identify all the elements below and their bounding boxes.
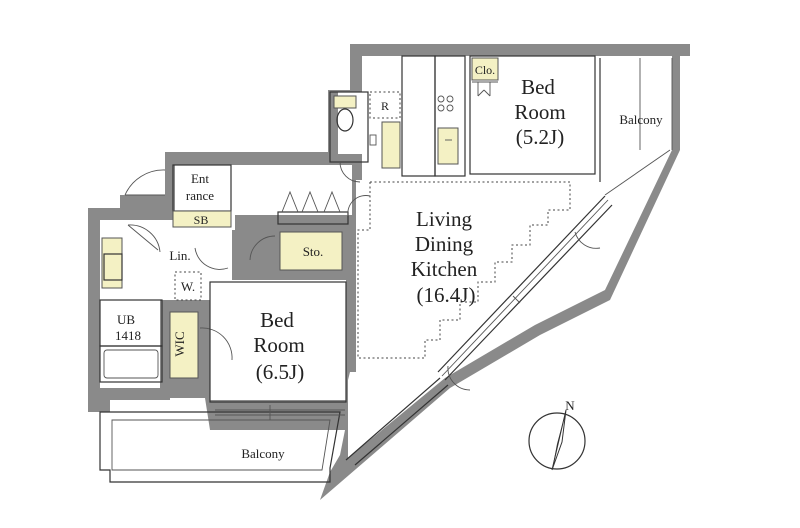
- closet-folding: [277, 190, 371, 225]
- balcony-right-label: Balcony: [619, 112, 663, 127]
- bed-room-large-line1: Bed: [260, 308, 294, 332]
- ldk-size: (16.4J): [417, 283, 476, 307]
- bed-room-small-size: (5.2J): [516, 125, 564, 149]
- bed-room-large: [209, 281, 347, 420]
- washroom: [101, 224, 229, 301]
- walk-in-closet: [169, 311, 233, 379]
- diagonal-window: [345, 195, 613, 466]
- washer-label: W.: [181, 279, 195, 294]
- entrance-area: [124, 164, 232, 228]
- bed-room-large-line2: Room: [253, 333, 304, 357]
- ldk-dotted-area: [357, 181, 571, 359]
- fridge-label: R: [381, 99, 389, 113]
- unit-bath-line1: UB: [117, 312, 135, 327]
- ldk-line1: Living: [416, 207, 472, 231]
- balcony-bottom: [99, 411, 341, 483]
- bed-room-small-line1: Bed: [521, 75, 555, 99]
- labels: Bed Room (6.5J) Bed Room (5.2J) Living D…: [115, 63, 663, 461]
- closet-label: Clo.: [475, 63, 495, 77]
- wic-label: WIC: [172, 331, 187, 356]
- entrance-line1: Ent: [191, 171, 209, 186]
- sb-label: SB: [194, 213, 209, 227]
- linen-label: Lin.: [169, 248, 190, 263]
- compass-north-label: N: [565, 398, 575, 413]
- balcony-bottom-label: Balcony: [241, 446, 285, 461]
- balcony-right: [599, 58, 673, 196]
- bed-room-large-size: (6.5J): [256, 360, 304, 384]
- kitchen-counter: [401, 55, 466, 177]
- bed-room-small: [469, 55, 596, 175]
- entrance-line2: rance: [186, 188, 214, 203]
- toilet-area: [329, 91, 401, 183]
- ldk-line3: Kitchen: [411, 257, 478, 281]
- ldk-line2: Dining: [415, 232, 474, 256]
- compass: N: [528, 398, 586, 471]
- unit-bath: [99, 299, 163, 383]
- bed-room-small-line2: Room: [514, 100, 565, 124]
- storage: [249, 231, 343, 271]
- unit-bath-line2: 1418: [115, 328, 141, 343]
- storage-label: Sto.: [303, 244, 324, 259]
